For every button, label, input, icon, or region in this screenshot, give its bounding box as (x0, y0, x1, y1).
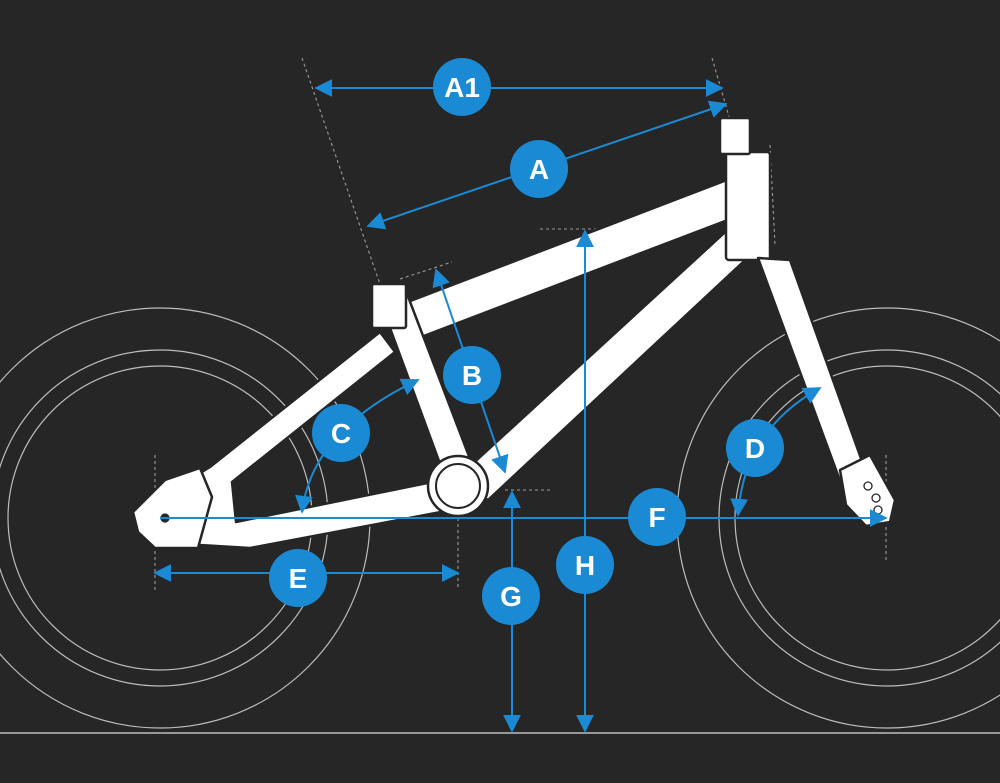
badge-e: E (269, 549, 327, 607)
badge-a-label: A (529, 154, 549, 185)
badge-d-label: D (745, 433, 765, 464)
badge-d: D (726, 419, 784, 477)
badge-a1-label: A1 (444, 72, 480, 103)
badge-c-label: C (331, 418, 351, 449)
badge-b-label: B (462, 360, 482, 391)
guide-lines (154, 57, 887, 590)
badge-b: B (443, 346, 501, 404)
badge-c: C (312, 404, 370, 462)
badge-g-label: G (500, 581, 522, 612)
badge-h-label: H (575, 550, 595, 581)
badge-f-label: F (648, 502, 665, 533)
badge-h: H (556, 536, 614, 594)
badge-f: F (628, 488, 686, 546)
badge-a: A (510, 140, 568, 198)
badge-a1: A1 (433, 58, 491, 116)
badge-e-label: E (289, 563, 308, 594)
badge-g: G (482, 567, 540, 625)
